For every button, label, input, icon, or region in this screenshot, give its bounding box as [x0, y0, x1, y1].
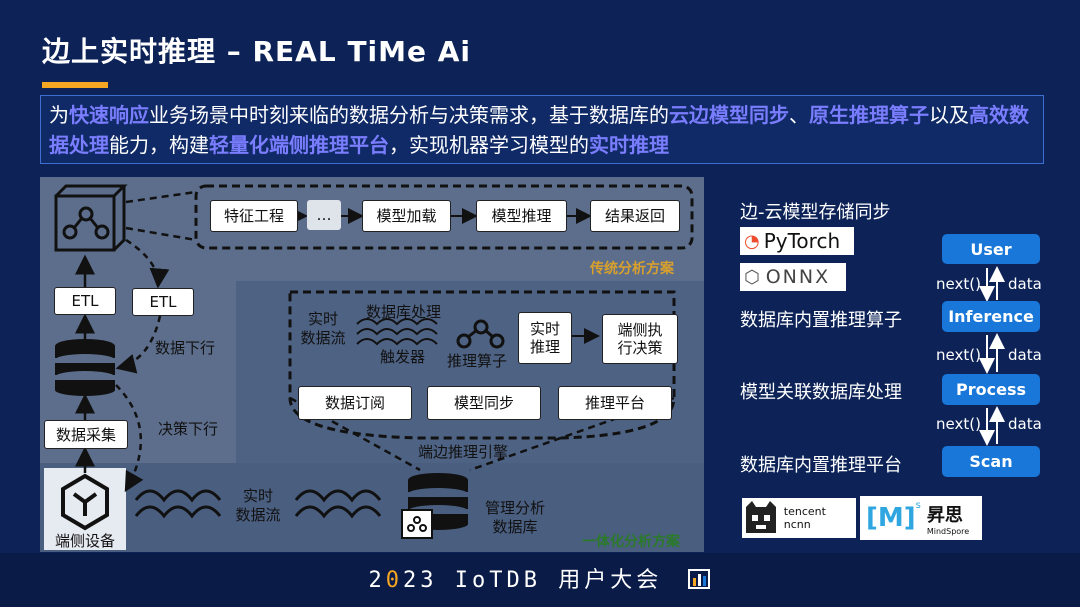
- mindspore-en: MindSpore: [926, 526, 970, 536]
- sub-box-subscribe: 数据订阅: [298, 386, 412, 420]
- footer-bar: [0, 553, 1080, 607]
- iotdb-logo-icon: [687, 566, 711, 596]
- etl-box-left: ETL: [54, 287, 116, 315]
- mindspore-mark-icon: [M]: [866, 503, 916, 533]
- edge-engine-label: 端边推理引擎: [418, 443, 509, 461]
- model-db-label: 模型关联数据库处理: [740, 382, 902, 403]
- device-label: 端侧设备: [54, 532, 115, 550]
- intro-text: 能力，构建: [109, 133, 209, 157]
- data-label: data: [1008, 415, 1042, 433]
- intro-highlight: 高效数据处理: [49, 103, 1029, 157]
- pytorch-label: PyTorch: [763, 229, 841, 253]
- database-icon: [55, 339, 115, 396]
- next-label: next(): [936, 415, 981, 433]
- flow-box-result-return: 结果返回: [590, 200, 680, 232]
- decision-down-label: 决策下行: [158, 420, 219, 438]
- intro-highlight: 实时推理: [589, 133, 669, 157]
- inference-op-label: 推理算子: [447, 352, 508, 370]
- footer-title: 2023 IoTDB 用户大会: [0, 562, 1080, 596]
- intro-highlight: 快速响应: [69, 103, 149, 127]
- flow-box-feature-engineering: 特征工程: [210, 200, 298, 232]
- stream-label-top: 实时 数据流: [300, 310, 346, 347]
- intro-highlight: 原生推理算子: [809, 103, 929, 127]
- realtime-infer-box: 实时 推理: [518, 312, 572, 364]
- onnx-icon: ⬡: [744, 266, 760, 288]
- intro-highlight: 云边模型同步: [669, 103, 789, 127]
- footer-year-b: 0: [385, 568, 404, 593]
- db-processing-label: 数据库处理: [366, 303, 442, 321]
- onnx-logo: ⬡ ONNX: [740, 263, 846, 291]
- page-title: 边上实时推理 – REAL TiMe Ai: [42, 35, 472, 68]
- next-label: next(): [936, 346, 981, 364]
- ncnn-label: tencent ncnn: [783, 505, 826, 531]
- cat-icon: [746, 501, 776, 533]
- intro-text: 为: [49, 103, 69, 127]
- device-icon: [61, 473, 109, 531]
- edge-exec-box: 端侧执 行决策: [602, 314, 678, 364]
- stream-label-bottom: 实时 数据流: [235, 487, 281, 524]
- pill-user: User: [942, 234, 1040, 264]
- data-down-label: 数据下行: [155, 339, 216, 357]
- pill-process: Process: [942, 374, 1040, 405]
- pill-inference: Inference: [942, 301, 1040, 332]
- etl-box-right: ETL: [132, 288, 194, 316]
- ncnn-logo: tencent ncnn: [742, 498, 856, 538]
- next-label: next(): [936, 275, 981, 293]
- intro-text: 、: [789, 103, 809, 127]
- flow-box-model-load: 模型加载: [362, 200, 451, 232]
- database-icon: [401, 473, 468, 539]
- model-icon: [54, 184, 128, 252]
- intro-box: 为快速响应业务场景中时刻来临的数据分析与决策需求，基于数据库的云边模型同步、原生…: [40, 95, 1044, 164]
- pytorch-logo: ◔ PyTorch: [740, 227, 854, 255]
- intro-highlight: 轻量化端侧推理平台: [209, 133, 389, 157]
- title-underline: [42, 82, 108, 88]
- flow-box-model-inference: 模型推理: [476, 200, 567, 232]
- integrated-label: 一体化分析方案: [582, 534, 680, 550]
- sync-title: 边-云模型存储同步: [740, 202, 891, 223]
- builtin-op-label: 数据库内置推理算子: [740, 310, 902, 331]
- data-label: data: [1008, 275, 1042, 293]
- flow-box-ellipsis: …: [307, 200, 341, 230]
- mindspore-cn: 昇思: [926, 504, 963, 526]
- sub-box-model-sync: 模型同步: [427, 386, 541, 420]
- footer-year-a: 2: [368, 568, 386, 593]
- data-label: data: [1008, 346, 1042, 364]
- trigger-label: 触发器: [380, 348, 426, 366]
- mgmt-db-label: 管理分析 数据库: [484, 499, 545, 536]
- pill-scan: Scan: [942, 446, 1040, 477]
- traditional-label: 传统分析方案: [590, 261, 674, 277]
- footer-year-c: 23 IoTDB 用户大会: [403, 568, 663, 593]
- sub-box-infer-platform: 推理平台: [558, 386, 672, 420]
- collect-box: 数据采集: [44, 420, 128, 449]
- builtin-platform-label: 数据库内置推理平台: [740, 455, 902, 476]
- mindspore-logo: [M] s 昇思 MindSpore: [860, 496, 982, 540]
- flame-icon: ◔: [744, 230, 760, 252]
- onnx-label: ONNX: [765, 266, 831, 288]
- intro-text: ，实现机器学习模型的: [389, 133, 589, 157]
- intro-text: 业务场景中时刻来临的数据分析与决策需求，基于数据库的: [149, 103, 669, 127]
- intro-text: 以及: [929, 103, 969, 127]
